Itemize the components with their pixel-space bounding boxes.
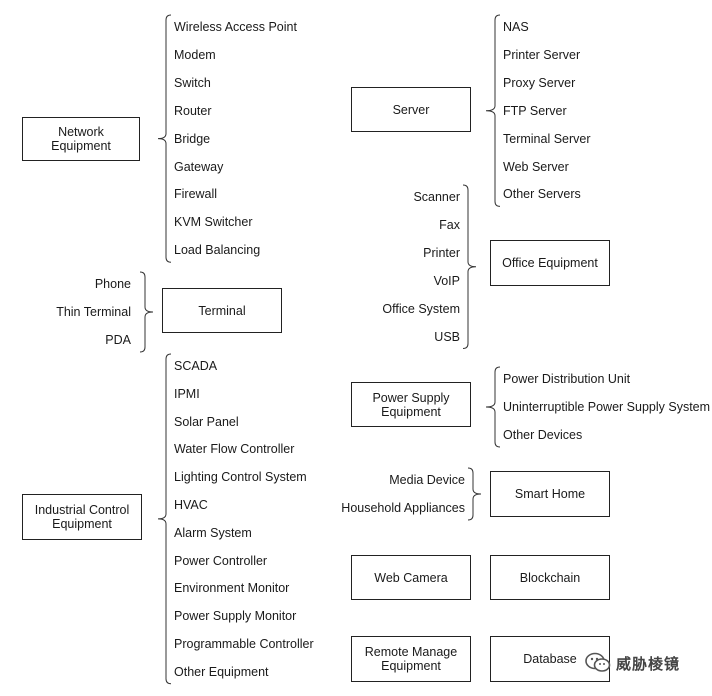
list-item: FTP Server <box>503 103 567 118</box>
list-item: Router <box>174 103 212 118</box>
list-item: Wireless Access Point <box>174 20 297 34</box>
list-item: Web Server <box>503 159 569 174</box>
list-item: HVAC <box>174 498 208 512</box>
office-brace <box>462 184 477 349</box>
list-item: USB <box>434 329 460 344</box>
list-item: Proxy Server <box>503 75 576 90</box>
terminal-box: Terminal <box>162 288 282 333</box>
power-brace <box>485 366 501 448</box>
list-item: PDA <box>105 333 131 347</box>
list-item: Water Flow Controller <box>174 442 295 457</box>
list-item: Phone <box>94 277 131 291</box>
industrial-control-equipment-box: Industrial Control Equipment <box>22 494 142 540</box>
watermark-text: 威胁棱镜 <box>616 655 681 673</box>
list-item: Scanner <box>413 190 460 204</box>
list-item: Other Devices <box>503 428 583 442</box>
list-item: Power Supply Monitor <box>174 609 297 624</box>
list-item: Other Servers <box>503 187 581 202</box>
list-item: Power Distribution Unit <box>503 372 631 386</box>
smart-home-box: Smart Home <box>490 471 610 517</box>
list-item: KVM Switcher <box>174 215 253 230</box>
power-supply-equipment-box: Power Supply Equipment <box>351 382 471 427</box>
smarthome-brace <box>467 467 482 521</box>
list-item: Solar Panel <box>174 414 239 429</box>
blockchain-box: Blockchain <box>490 555 610 600</box>
list-item: Programmable Controller <box>174 637 314 651</box>
list-item: Fax <box>439 217 460 232</box>
list-item: Environment Monitor <box>174 581 290 596</box>
list-item: Alarm System <box>174 525 252 540</box>
list-item: Terminal Server <box>503 131 591 146</box>
list-item: Gateway <box>174 159 224 174</box>
list-item: Bridge <box>174 131 211 146</box>
list-item: Office System <box>382 301 460 316</box>
list-item: Media Device <box>389 473 465 487</box>
list-item: Lighting Control System <box>174 470 307 485</box>
office-equipment-box: Office Equipment <box>490 240 610 286</box>
database-box: Database <box>490 636 610 682</box>
list-item: Household Appliances <box>341 501 465 515</box>
server-brace <box>485 14 501 207</box>
network-brace <box>157 14 172 263</box>
remote-manage-equipment-box: Remote Manage Equipment <box>351 636 471 682</box>
list-item: Modem <box>174 47 216 62</box>
terminal-brace <box>139 271 154 353</box>
list-item: Printer Server <box>503 47 581 62</box>
list-item: VoIP <box>433 273 460 288</box>
list-item: Switch <box>174 75 211 90</box>
industrial-brace <box>157 353 172 685</box>
wechat-logo-icon <box>585 652 611 672</box>
list-item: Uninterruptible Power Supply System <box>503 400 711 414</box>
list-item: Thin Terminal <box>56 305 131 319</box>
list-item: Load Balancing <box>174 243 261 258</box>
list-item: Firewall <box>174 187 218 202</box>
server-box: Server <box>351 87 471 132</box>
list-item: NAS <box>503 20 529 34</box>
web-camera-box: Web Camera <box>351 555 471 600</box>
watermark: 威胁棱镜 <box>584 650 708 676</box>
list-item: SCADA <box>174 359 218 373</box>
list-item: IPMI <box>174 386 200 401</box>
list-item: Printer <box>423 245 460 260</box>
network-equipment-box: Network Equipment <box>22 117 140 161</box>
list-item: Power Controller <box>174 553 268 568</box>
list-item: Other Equipment <box>174 664 269 679</box>
